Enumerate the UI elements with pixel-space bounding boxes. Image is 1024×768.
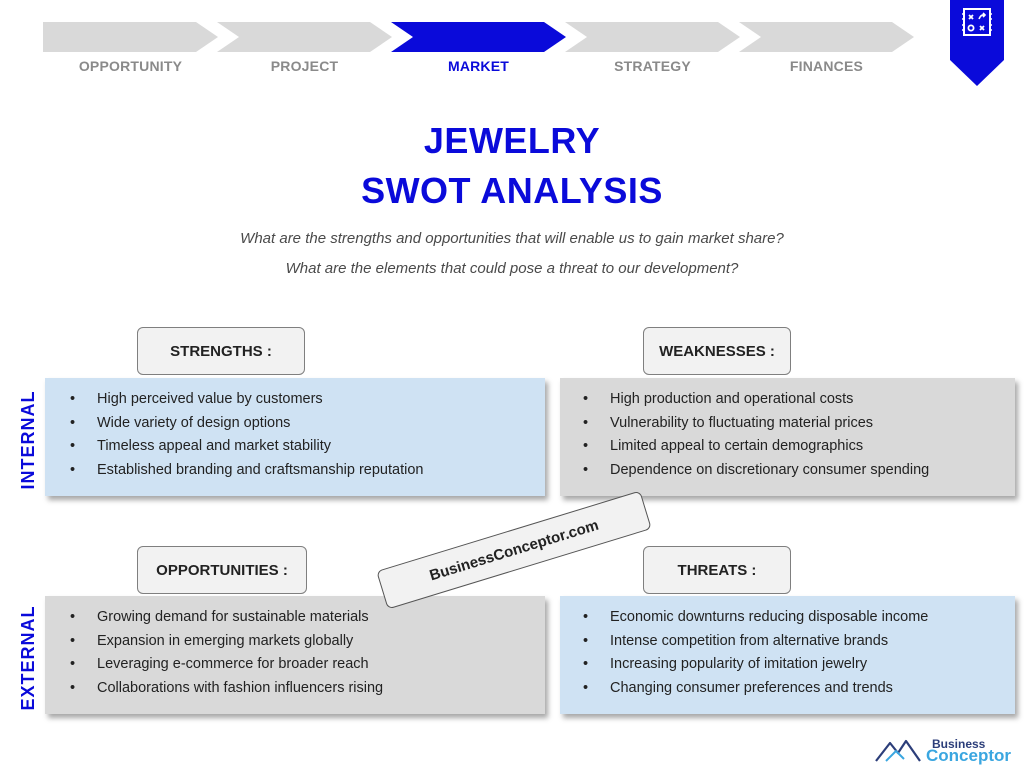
list-item: Timeless appeal and market stability xyxy=(70,435,545,459)
step-strategy[interactable]: STRATEGY xyxy=(565,22,740,82)
question-1: What are the strengths and opportunities… xyxy=(240,230,784,247)
list-item: Expansion in emerging markets globally xyxy=(70,630,545,654)
page-title-line1: JEWELRY xyxy=(423,120,601,161)
threats-header: THREATS : xyxy=(643,546,791,594)
logo-text-top: Business xyxy=(932,737,986,751)
list-item: Limited appeal to certain demographics xyxy=(583,435,1015,459)
list-item: High production and operational costs xyxy=(583,388,1015,412)
step-label: STRATEGY xyxy=(614,58,691,74)
step-arrow xyxy=(565,22,740,52)
external-label: EXTERNAL xyxy=(18,605,38,711)
tactics-board-icon xyxy=(962,8,992,36)
step-arrow xyxy=(739,22,914,52)
business-conceptor-logo: Business Conceptor xyxy=(874,735,1011,765)
list-item: Increasing popularity of imitation jewel… xyxy=(583,653,1015,677)
step-label: PROJECT xyxy=(270,58,339,74)
progress-steps: OPPORTUNITY PROJECT MARKET STRATEGY FINA… xyxy=(43,22,923,82)
step-label: FINANCES xyxy=(789,58,864,74)
opportunities-box: Growing demand for sustainable materials… xyxy=(45,596,545,714)
list-item: Intense competition from alternative bra… xyxy=(583,630,1015,654)
page-title-line2: SWOT ANALYSIS xyxy=(361,170,663,211)
step-arrow xyxy=(391,22,566,52)
list-item: Leveraging e-commerce for broader reach xyxy=(70,653,545,677)
weaknesses-box: High production and operational costs Vu… xyxy=(560,378,1015,496)
list-item: Collaborations with fashion influencers … xyxy=(70,677,545,701)
watermark-stamp: BusinessConceptor.com xyxy=(376,490,652,610)
strengths-box: High perceived value by customers Wide v… xyxy=(45,378,545,496)
list-item: Dependence on discretionary consumer spe… xyxy=(583,459,1015,483)
opportunities-list: Growing demand for sustainable materials… xyxy=(45,596,545,700)
weaknesses-list: High production and operational costs Vu… xyxy=(560,378,1015,482)
question-2: What are the elements that could pose a … xyxy=(285,260,739,277)
list-item: Growing demand for sustainable materials xyxy=(70,606,545,630)
logo-text-bottom: Conceptor xyxy=(926,746,1011,765)
weaknesses-header: WEAKNESSES : xyxy=(643,327,791,375)
strengths-list: High perceived value by customers Wide v… xyxy=(45,378,545,482)
threats-box: Economic downturns reducing disposable i… xyxy=(560,596,1015,714)
list-item: Changing consumer preferences and trends xyxy=(583,677,1015,701)
mountain-icon xyxy=(875,739,921,762)
step-arrow xyxy=(217,22,392,52)
step-label: MARKET xyxy=(447,58,510,74)
list-item: Established branding and craftsmanship r… xyxy=(70,459,545,483)
corner-badge xyxy=(950,0,1004,86)
step-market[interactable]: MARKET xyxy=(391,22,566,82)
step-finances[interactable]: FINANCES xyxy=(739,22,914,82)
opportunities-header: OPPORTUNITIES : xyxy=(137,546,307,594)
list-item: Economic downturns reducing disposable i… xyxy=(583,606,1015,630)
strengths-header: STRENGTHS : xyxy=(137,327,305,375)
list-item: Vulnerability to fluctuating material pr… xyxy=(583,412,1015,436)
step-opportunity[interactable]: OPPORTUNITY xyxy=(43,22,218,82)
list-item: High perceived value by customers xyxy=(70,388,545,412)
step-project[interactable]: PROJECT xyxy=(217,22,392,82)
step-arrow xyxy=(43,22,218,52)
list-item: Wide variety of design options xyxy=(70,412,545,436)
threats-list: Economic downturns reducing disposable i… xyxy=(560,596,1015,700)
step-label: OPPORTUNITY xyxy=(78,58,183,74)
internal-label: INTERNAL xyxy=(18,390,38,490)
